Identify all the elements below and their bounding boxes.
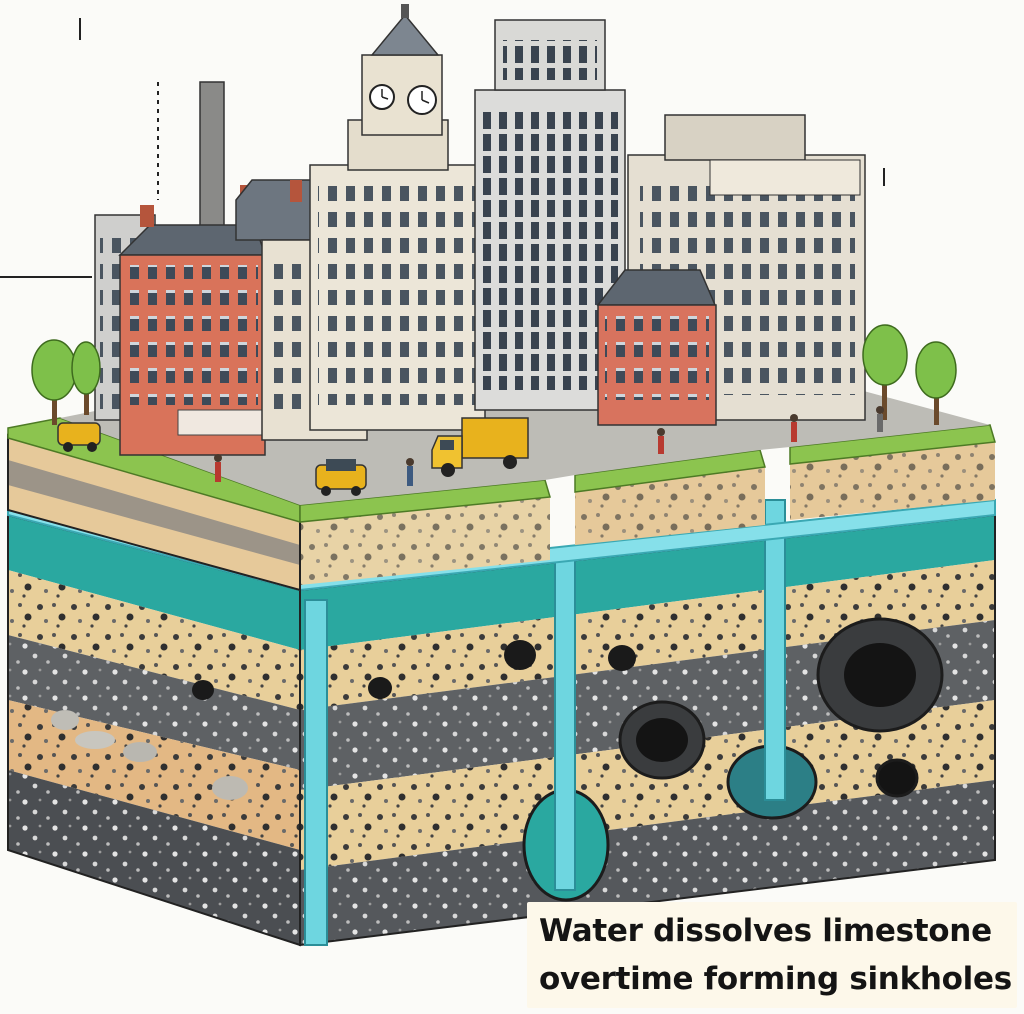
tree-icon [71,341,101,415]
tree-icon [31,339,77,425]
truck-icon [431,417,529,477]
tall-office-tower [474,19,626,411]
person-icon [657,428,665,454]
brick-building-left [118,185,267,456]
city-buildings [94,4,866,456]
person-icon [876,406,884,432]
caption-line-2: overtime forming sinkholes [539,961,1012,997]
brick-building-right [596,269,717,426]
clock-icon [407,85,437,115]
person-icon [214,454,222,482]
person-icon [406,458,414,486]
front-face [7,513,301,947]
tree-icon [862,324,908,420]
caption-box: Water dissolves limestone overtime formi… [527,902,1017,1008]
tree-icon [915,341,957,425]
soil-sections [7,433,995,592]
car-icon [57,422,101,452]
person-icon [790,414,798,442]
ground-block [7,380,996,947]
clock-tower-building [309,4,486,431]
water-channels [304,499,786,946]
clock-icon [369,84,395,110]
smokestack [199,81,225,233]
car-icon [315,459,367,496]
caption-line-1: Water dissolves limestone [539,913,992,949]
